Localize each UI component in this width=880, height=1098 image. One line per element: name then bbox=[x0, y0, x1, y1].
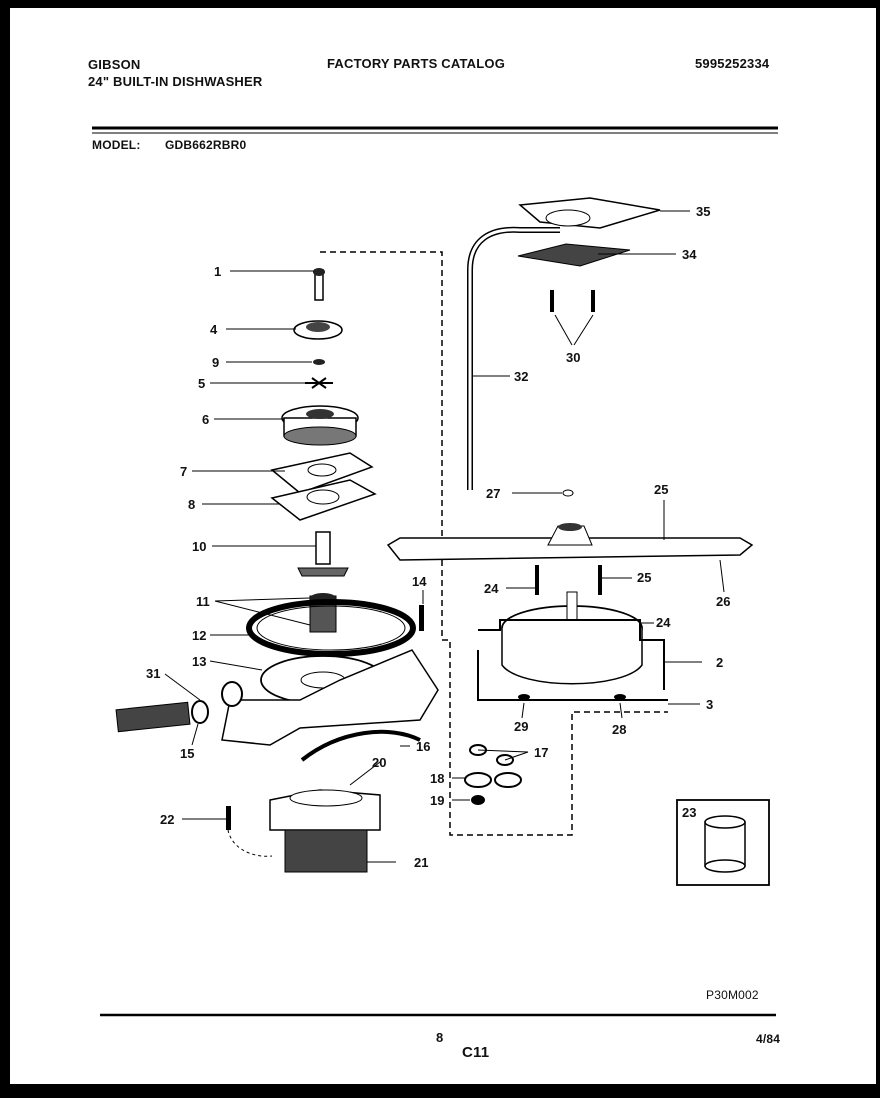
part-4-cap bbox=[293, 320, 343, 340]
callout-4: 4 bbox=[210, 322, 218, 337]
product-description: 24" BUILT-IN DISHWASHER bbox=[88, 74, 263, 89]
callout-6: 6 bbox=[202, 412, 209, 427]
part-3-terminal-wire bbox=[477, 650, 668, 701]
callout-17: 17 bbox=[534, 745, 548, 760]
part-22-screw bbox=[226, 806, 273, 857]
callout-34: 34 bbox=[682, 247, 697, 262]
callout-20: 20 bbox=[372, 755, 386, 770]
part-25-stud-left bbox=[535, 565, 539, 595]
callout-15: 15 bbox=[180, 746, 194, 761]
part-18-gasket-right bbox=[494, 772, 522, 788]
part-33-feed-tube-inner bbox=[468, 228, 560, 490]
part-8-hole bbox=[306, 489, 340, 505]
callout-8: 8 bbox=[188, 497, 195, 512]
page-number: 8 bbox=[436, 1030, 444, 1045]
catalog-number: 5995252334 bbox=[695, 56, 770, 71]
part-14-pin bbox=[419, 605, 424, 631]
part-30-nut bbox=[518, 694, 530, 700]
part-7-hole bbox=[307, 463, 337, 477]
callout-9: 9 bbox=[212, 355, 219, 370]
callout-5: 5 bbox=[198, 376, 205, 391]
callout-27: 26 bbox=[716, 594, 730, 609]
callout-33: 32 bbox=[514, 369, 528, 384]
callout-25-right: 25 bbox=[637, 570, 651, 585]
figure-code: P30M002 bbox=[706, 988, 759, 1002]
part-35-hub bbox=[545, 209, 591, 227]
callout-19: 19 bbox=[430, 793, 444, 808]
callout-2: 2 bbox=[716, 655, 723, 670]
callout-28: 27 bbox=[486, 486, 500, 501]
part-18-gasket-left bbox=[464, 772, 492, 788]
callout-16: 16 bbox=[416, 739, 430, 754]
part-31-screw-left bbox=[550, 290, 554, 312]
callout-32: 31 bbox=[146, 666, 160, 681]
part-9-washer bbox=[313, 359, 325, 365]
part-12-seal-ring bbox=[246, 599, 416, 657]
callout-18: 18 bbox=[430, 771, 444, 786]
part-28-washer bbox=[562, 489, 574, 497]
part-6-impeller bbox=[281, 405, 359, 446]
part-24-heater-assembly bbox=[501, 591, 643, 685]
part-10-shaft bbox=[297, 531, 349, 577]
part-34-spray-arm bbox=[517, 243, 631, 267]
part-25-stud-right bbox=[598, 565, 602, 595]
part-33-feed-tube bbox=[467, 226, 560, 490]
part-32-drain-hose bbox=[115, 681, 243, 733]
callout-25-left: 24 bbox=[484, 581, 499, 596]
callout-7: 7 bbox=[180, 464, 187, 479]
model-label: MODEL: bbox=[92, 138, 141, 152]
part-21-motor bbox=[269, 789, 381, 873]
part-26-lower-spray-arm bbox=[386, 537, 754, 561]
revision-date: 4/84 bbox=[756, 1032, 781, 1046]
part-35-spray-arm-upper bbox=[518, 197, 661, 229]
leader-lines bbox=[164, 210, 725, 863]
part-13-base-plate bbox=[221, 649, 439, 746]
part-12-inner-ring bbox=[256, 605, 406, 651]
catalog-title: FACTORY PARTS CATALOG bbox=[327, 56, 506, 71]
callout-31: 30 bbox=[566, 350, 580, 365]
part-11-filter bbox=[309, 593, 337, 633]
part-26-hub bbox=[547, 525, 593, 546]
callout-21: 21 bbox=[414, 855, 428, 870]
part-1-bolt bbox=[313, 268, 325, 301]
part-5-clip bbox=[305, 377, 333, 389]
callout-22: 22 bbox=[160, 812, 174, 827]
callout-35: 35 bbox=[696, 204, 710, 219]
callout-3: 3 bbox=[706, 697, 713, 712]
callout-1: 1 bbox=[214, 264, 221, 279]
callout-10: 10 bbox=[192, 539, 206, 554]
part-31-screw-right bbox=[591, 290, 595, 312]
callout-24: 24 bbox=[656, 615, 671, 630]
callout-26: 25 bbox=[654, 482, 668, 497]
assembly-dashed-outline bbox=[320, 251, 668, 836]
part-29-nut bbox=[614, 694, 626, 700]
brand-name: GIBSON bbox=[88, 57, 141, 72]
part-2-element bbox=[478, 619, 665, 690]
section-code: C11 bbox=[462, 1044, 490, 1061]
callout-29: 28 bbox=[612, 722, 626, 737]
part-26-hub-top bbox=[558, 523, 582, 531]
callout-12: 12 bbox=[192, 628, 206, 643]
callout-13: 13 bbox=[192, 654, 206, 669]
callout-23: 23 bbox=[682, 805, 696, 820]
part-23-detergent-cup bbox=[704, 815, 746, 873]
callout-14: 14 bbox=[412, 574, 427, 589]
callout-11: 11 bbox=[196, 594, 210, 609]
model-number: GDB662RBR0 bbox=[165, 138, 247, 152]
part-19-nut bbox=[471, 795, 485, 805]
part-16-bracket bbox=[300, 729, 421, 762]
callout-30: 29 bbox=[514, 719, 528, 734]
